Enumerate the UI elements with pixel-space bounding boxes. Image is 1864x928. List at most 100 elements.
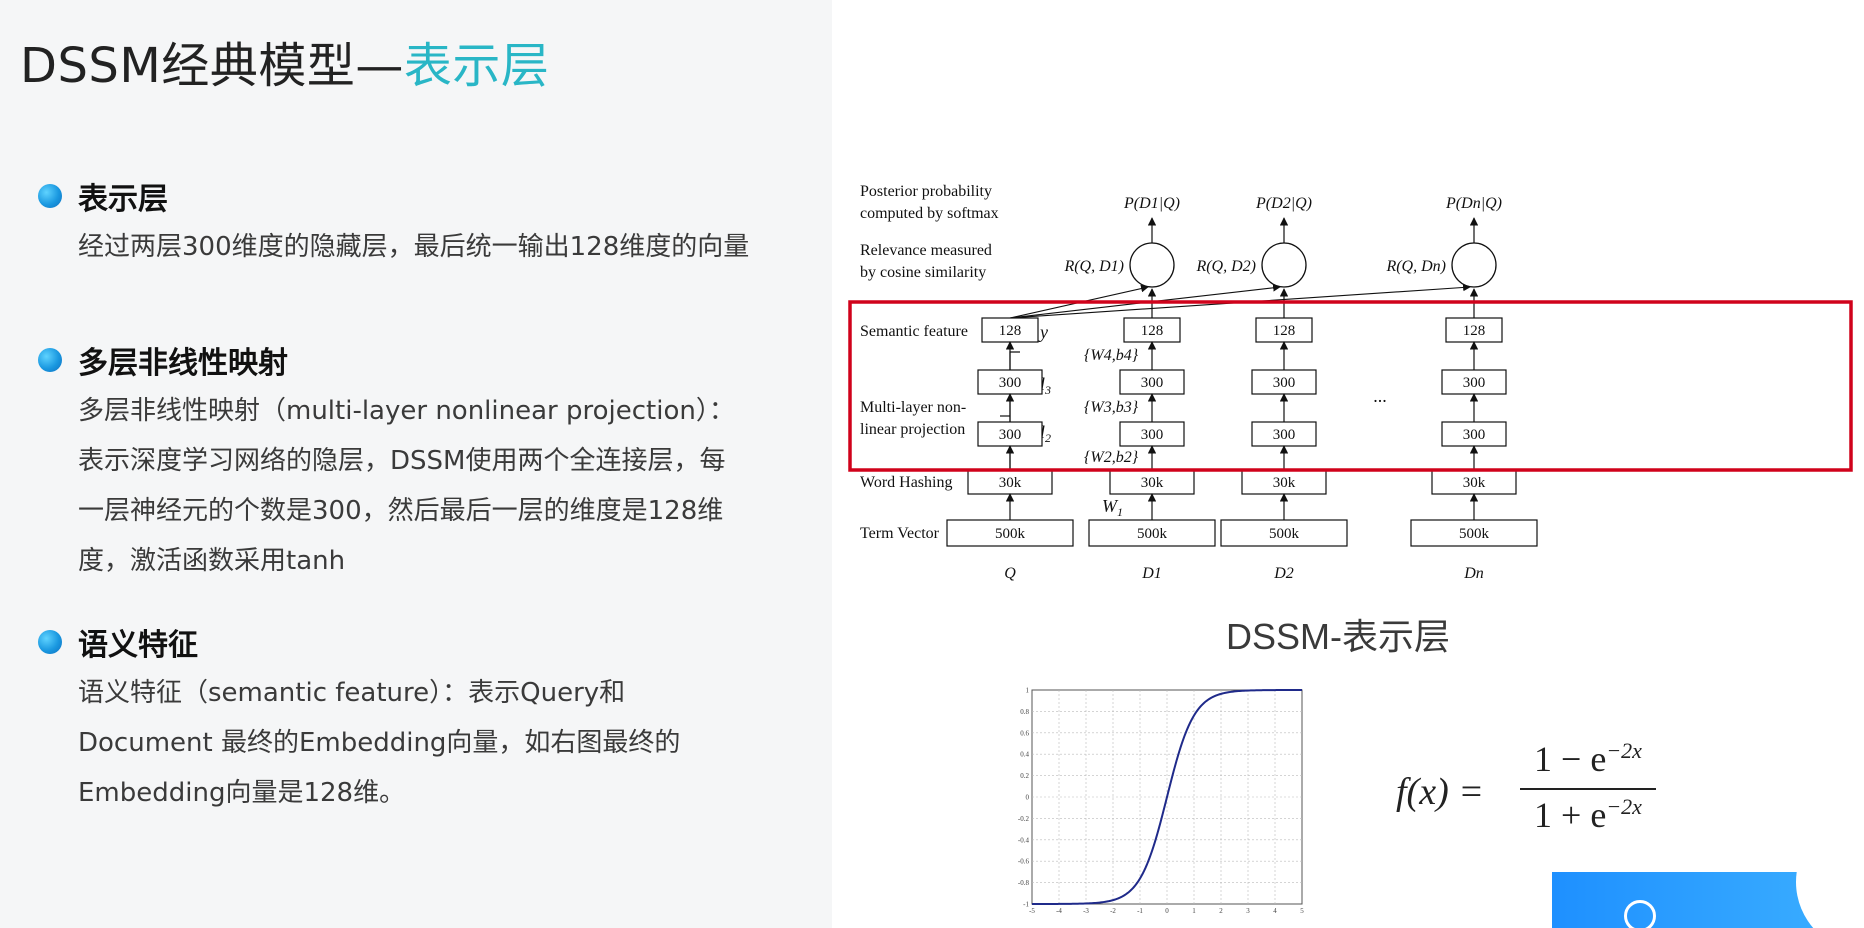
layer-value: 30k bbox=[999, 475, 1022, 491]
formula-lhs: f(x) = bbox=[1396, 771, 1484, 813]
section-line: 一层神经元的个数是300，然后最后一层的维度是128维 bbox=[78, 496, 724, 526]
layer-value: 128 bbox=[1141, 323, 1164, 339]
input-label: Q bbox=[1004, 565, 1016, 582]
ellipsis: ... bbox=[1373, 386, 1387, 406]
y-tick-label: -0.2 bbox=[1018, 815, 1030, 823]
posterior-label: P(D2|Q) bbox=[1255, 195, 1312, 212]
section-multilayer-projection: 多层非线性映射 多层非线性映射（multi-layer nonlinear pr… bbox=[38, 340, 818, 586]
blue-corner-decoration bbox=[1552, 872, 1864, 928]
posterior-label: P(D1|Q) bbox=[1123, 195, 1180, 212]
x-tick-label: 0 bbox=[1165, 907, 1169, 915]
label-word-hashing: Word Hashing bbox=[860, 474, 952, 491]
layer-value: 500k bbox=[1137, 526, 1168, 542]
section-line: Embedding向量是128维。 bbox=[78, 778, 406, 808]
box-500k bbox=[1220, 519, 1348, 547]
section-body: 经过两层300维度的隐藏层，最后统一输出128维度的向量 bbox=[78, 222, 818, 272]
y-tick-label: 1 bbox=[1026, 687, 1030, 695]
relevance-label: R(Q, D2) bbox=[1195, 258, 1256, 275]
box-500k bbox=[946, 519, 1074, 547]
box-500k bbox=[1410, 519, 1538, 547]
page-title-accent: 表示层 bbox=[403, 38, 550, 94]
section-heading: 语义特征 bbox=[78, 628, 198, 663]
y-tick-label: -0.4 bbox=[1018, 836, 1030, 844]
box-300-l2 bbox=[1441, 421, 1507, 447]
x-tick-label: -3 bbox=[1083, 907, 1089, 915]
input-label: D2 bbox=[1273, 565, 1294, 582]
section-line: 经过两层300维度的隐藏层，最后统一输出128维度的向量 bbox=[78, 232, 750, 262]
bullet-icon bbox=[38, 630, 62, 654]
layer-value: 128 bbox=[1273, 323, 1296, 339]
label-relevance-2: by cosine similarity bbox=[860, 264, 986, 281]
label-posterior-2: computed by softmax bbox=[860, 205, 999, 222]
formula-numerator: 1 − e−2x bbox=[1534, 738, 1642, 779]
y-tick-label: -0.6 bbox=[1018, 858, 1030, 866]
formula-fraction-bar bbox=[1520, 788, 1656, 790]
y-tick-label: 0.4 bbox=[1020, 751, 1029, 759]
layer-value: 30k bbox=[1273, 475, 1296, 491]
y-tick-label: -1 bbox=[1023, 901, 1029, 909]
layer-value: 500k bbox=[1269, 526, 1300, 542]
page-title-main: DSSM经典模型— bbox=[20, 38, 404, 94]
circle-icon bbox=[1624, 900, 1656, 928]
y-tick-label: 0 bbox=[1026, 794, 1030, 802]
layer-value: 128 bbox=[1463, 323, 1486, 339]
y-tick-label: 0.8 bbox=[1020, 708, 1029, 716]
box-128 bbox=[1445, 317, 1503, 343]
box-30k bbox=[1241, 469, 1327, 495]
diagram-caption: DSSM-表示层 bbox=[1226, 616, 1450, 657]
layer-value: 300 bbox=[1273, 427, 1296, 443]
label-semantic-feature: Semantic feature bbox=[860, 323, 968, 340]
layer-value: 30k bbox=[1141, 475, 1164, 491]
layer-value: 300 bbox=[1463, 427, 1486, 443]
label-multilayer-2: linear projection bbox=[860, 421, 965, 438]
x-tick-label: 2 bbox=[1219, 907, 1223, 915]
tanh-curve bbox=[1032, 689, 1302, 905]
layer-value: 300 bbox=[999, 375, 1022, 391]
input-label: Dn bbox=[1463, 565, 1484, 582]
box-300-l3 bbox=[1119, 369, 1185, 395]
left-panel bbox=[0, 0, 832, 928]
var-y: y bbox=[1038, 322, 1048, 342]
section-line: Document 最终的Embedding向量，如右图最终的 bbox=[78, 728, 681, 758]
layer-value: 300 bbox=[1273, 375, 1296, 391]
x-tick-label: 4 bbox=[1273, 907, 1277, 915]
section-heading: 表示层 bbox=[78, 182, 168, 217]
y-tick-label: -0.8 bbox=[1018, 879, 1030, 887]
x-tick-label: 3 bbox=[1246, 907, 1250, 915]
layer-value: 500k bbox=[1459, 526, 1490, 542]
weight-w3: {W3,b3} bbox=[1084, 399, 1139, 416]
section-line: 多层非线性映射（multi-layer nonlinear projection… bbox=[78, 396, 735, 426]
dssm-diagram: Posterior probability computed by softma… bbox=[848, 183, 1853, 582]
page-title: DSSM经典模型—表示层 bbox=[20, 26, 549, 96]
label-term-vector: Term Vector bbox=[860, 525, 940, 542]
section-heading: 多层非线性映射 bbox=[78, 346, 288, 381]
right-panel bbox=[832, 0, 1864, 928]
label-relevance-1: Relevance measured bbox=[860, 242, 992, 259]
layer-value: 300 bbox=[1463, 375, 1486, 391]
section-semantic-feature: 语义特征 语义特征（semantic feature）：表示Query和 Doc… bbox=[38, 622, 818, 818]
box-300-l2 bbox=[1251, 421, 1317, 447]
section-body: 语义特征（semantic feature）：表示Query和 Document… bbox=[78, 668, 818, 818]
section-line: 表示深度学习网络的隐层，DSSM使用两个全连接层，每 bbox=[78, 446, 726, 476]
section-representation-layer: 表示层 经过两层300维度的隐藏层，最后统一输出128维度的向量 bbox=[38, 176, 818, 272]
layer-value: 300 bbox=[999, 427, 1022, 443]
cosine-node bbox=[1261, 242, 1307, 288]
section-line: 语义特征（semantic feature）：表示Query和 bbox=[78, 678, 626, 708]
decor-arc bbox=[1796, 872, 1864, 928]
weight-w4: {W4,b4} bbox=[1084, 347, 1139, 364]
cosine-node bbox=[1129, 242, 1175, 288]
section-line: 度，激活函数采用tanh bbox=[78, 546, 346, 576]
layer-value: 300 bbox=[1141, 375, 1164, 391]
layer-value: 500k bbox=[995, 526, 1026, 542]
x-tick-label: -5 bbox=[1029, 907, 1035, 915]
y-tick-label: 0.2 bbox=[1020, 772, 1029, 780]
x-tick-label: -2 bbox=[1110, 907, 1116, 915]
input-label: D1 bbox=[1141, 565, 1162, 582]
y-tick-label: 0.6 bbox=[1020, 729, 1029, 737]
layer-value: 300 bbox=[1141, 427, 1164, 443]
weight-w2: {W2,b2} bbox=[1084, 449, 1139, 466]
box-500k bbox=[1088, 519, 1216, 547]
